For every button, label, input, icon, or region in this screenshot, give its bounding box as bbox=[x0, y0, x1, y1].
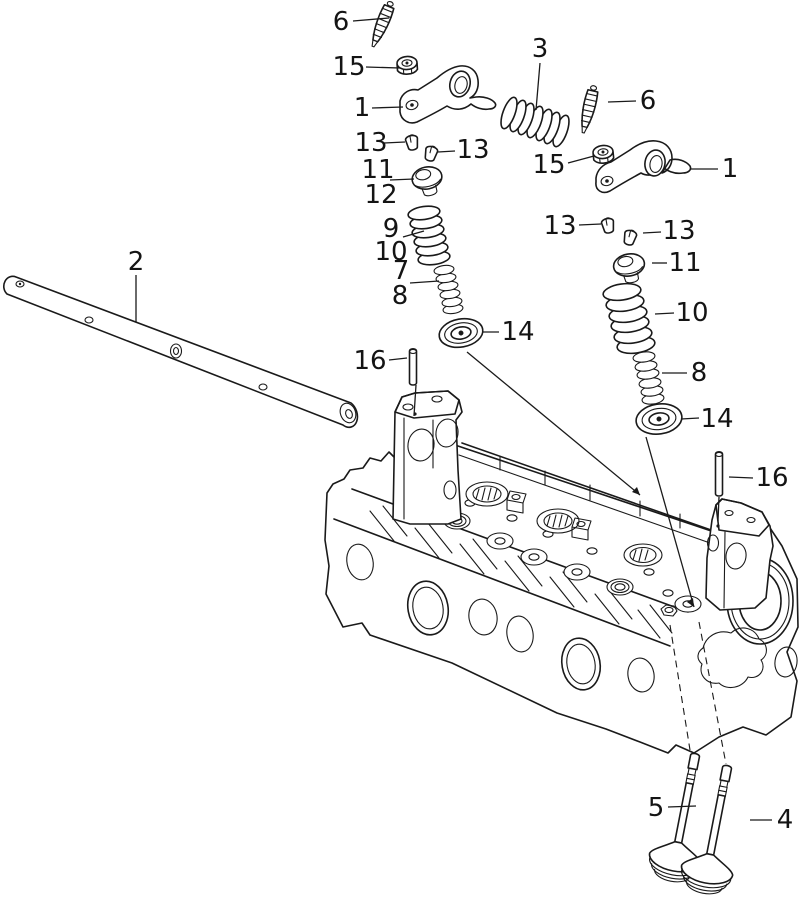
callout-label-1: 1 bbox=[354, 93, 371, 123]
callout-label-15: 15 bbox=[332, 52, 365, 82]
callout-label-6: 6 bbox=[640, 86, 657, 116]
outer-valve-spring-left bbox=[407, 205, 451, 266]
callout-label-5: 5 bbox=[648, 793, 665, 823]
callout-leader-13 bbox=[578, 223, 602, 226]
valve-keeper bbox=[600, 216, 617, 235]
assembly-lines bbox=[413, 351, 727, 765]
callout-label-14: 14 bbox=[700, 404, 733, 434]
callout-label-4: 4 bbox=[777, 805, 794, 835]
cylinder-head bbox=[324, 390, 799, 754]
spring-retainer-right bbox=[612, 253, 646, 284]
hex-bolt bbox=[660, 604, 678, 617]
deck-posts bbox=[506, 490, 592, 541]
rail-ribs bbox=[369, 505, 673, 639]
callout-label-3: 3 bbox=[532, 34, 549, 64]
callout-leader-15 bbox=[567, 155, 595, 164]
callout-leader-13 bbox=[642, 231, 662, 234]
callout-label-1: 1 bbox=[722, 154, 739, 184]
callout-label-14: 14 bbox=[501, 317, 534, 347]
chamber-outline bbox=[697, 627, 767, 689]
callout-leader-13 bbox=[437, 150, 456, 153]
rocker-arm-spring bbox=[500, 96, 570, 148]
callout-label-9: 9 bbox=[383, 214, 400, 244]
callout-leader-7 bbox=[409, 280, 440, 284]
callout-label-10: 10 bbox=[675, 298, 708, 328]
spring-seat-left bbox=[438, 317, 484, 349]
callout-label-13: 13 bbox=[354, 128, 387, 158]
valve-keeper bbox=[404, 133, 421, 152]
callout-leader-16 bbox=[388, 357, 408, 361]
callout-label-15: 15 bbox=[532, 150, 565, 180]
callout-leader-13 bbox=[383, 141, 406, 144]
dowel-pin-left bbox=[408, 348, 418, 386]
spring-retainer-left bbox=[411, 165, 443, 197]
adjusting-screw-right bbox=[576, 83, 601, 135]
spark-plug-holes bbox=[465, 481, 663, 567]
valve-keeper bbox=[621, 227, 639, 248]
callout-leader-5 bbox=[667, 805, 697, 808]
callout-leader-6 bbox=[607, 100, 637, 103]
callout-label-16: 16 bbox=[755, 463, 788, 493]
callout-label-8: 8 bbox=[392, 281, 409, 311]
callout-leader-1 bbox=[371, 106, 404, 109]
rocker-shaft-tower-right bbox=[705, 498, 774, 611]
callout-label-13: 13 bbox=[456, 135, 489, 165]
dowel-pin-right bbox=[714, 451, 724, 497]
callout-leader-10 bbox=[654, 312, 675, 315]
callout-label-7: 7 bbox=[393, 256, 410, 286]
callout-label-13: 13 bbox=[662, 216, 695, 246]
inner-valve-spring-right bbox=[632, 351, 665, 405]
callout-label-11: 11 bbox=[361, 155, 394, 185]
rocker-arm-left bbox=[399, 65, 497, 124]
callout-leader-11 bbox=[389, 178, 415, 181]
rocker-shaft-tower-left bbox=[392, 390, 463, 525]
lock-nut-left bbox=[395, 55, 419, 76]
spring-seat-right bbox=[635, 403, 683, 435]
side-oval-port bbox=[774, 646, 798, 678]
callout-label-8: 8 bbox=[691, 358, 708, 388]
deck-bolt-holes bbox=[464, 499, 674, 597]
rocker-arm-right bbox=[595, 140, 692, 194]
callout-label-6: 6 bbox=[333, 7, 350, 37]
callout-label-12: 12 bbox=[364, 180, 397, 210]
callout-label-10: 10 bbox=[374, 237, 407, 267]
callout-leader-15 bbox=[365, 66, 401, 69]
callout-leader-6 bbox=[352, 17, 390, 22]
callout-leader-3 bbox=[535, 62, 541, 111]
callout-leader-9 bbox=[402, 230, 425, 238]
callout-label-16: 16 bbox=[353, 346, 386, 376]
outer-valve-spring-right bbox=[602, 282, 656, 355]
inner-valve-spring-left bbox=[433, 264, 464, 315]
callout-leader-14 bbox=[680, 417, 700, 420]
callout-leader-16 bbox=[728, 476, 754, 479]
callout-label-2: 2 bbox=[128, 247, 145, 277]
valve-keeper bbox=[422, 143, 440, 164]
intake-exhaust-ports bbox=[346, 543, 655, 693]
callout-label-11: 11 bbox=[668, 248, 701, 278]
adjusting-screw-left bbox=[366, 0, 398, 50]
rocker-arm-shaft bbox=[3, 275, 359, 429]
callout-label-13: 13 bbox=[543, 211, 576, 241]
